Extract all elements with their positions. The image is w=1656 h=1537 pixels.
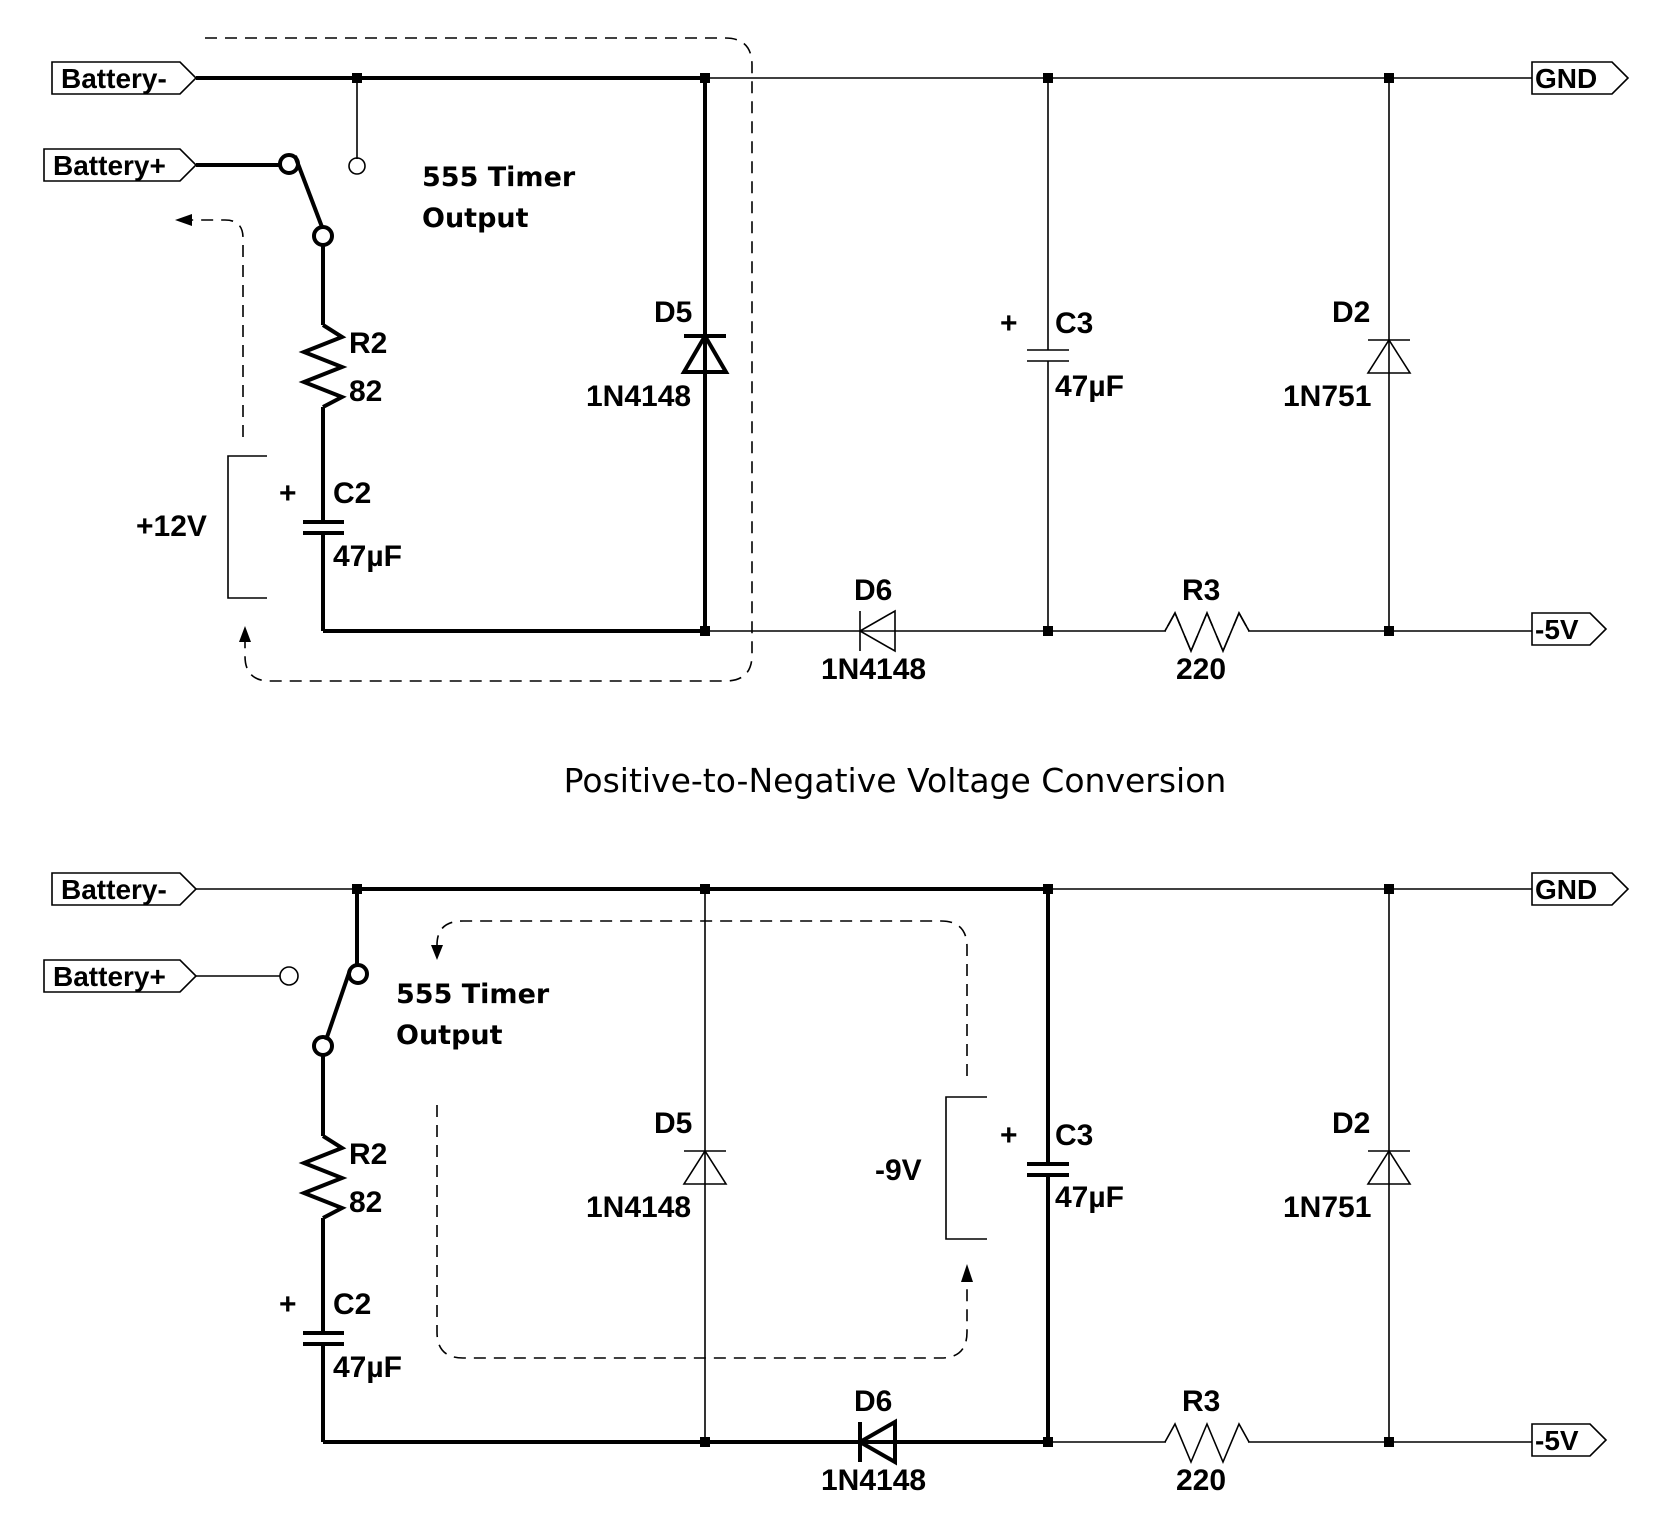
top-port-gnd: GND [1531, 61, 1630, 95]
component-label-components-r2-ref: R2 [349, 327, 387, 360]
bottom-timer-label-line1: 555 Timer [396, 979, 550, 1010]
bottom-d6-diode [855, 1418, 897, 1466]
component-label-components-c2-value: 47µF [333, 1351, 402, 1384]
top-port-battery-neg: Battery- [51, 61, 198, 95]
component-label-components-d6-ref: D6 [854, 1385, 892, 1418]
component-label-components-d2-value: 1N751 [1283, 380, 1371, 413]
component-label-components-c2-ref: C2 [333, 1288, 371, 1321]
top-timer-label-line1: 555 Timer [422, 162, 576, 193]
component-label-components-d2-ref: D2 [1332, 1107, 1370, 1140]
component-label-components-c2-ref: C2 [333, 477, 371, 510]
component-label-ports-battery_pos: Battery+ [53, 150, 166, 181]
top-d6-diode [858, 609, 896, 653]
top-current-path [205, 37, 753, 682]
top-voltage-bracket [227, 455, 267, 599]
diagram-caption: Positive-to-Negative Voltage Conversion [564, 761, 1227, 800]
component-label-ports-neg5v: -5V [1535, 1425, 1579, 1456]
component-label-components-d5-value: 1N4148 [586, 1191, 691, 1224]
bottom-port-gnd: GND [1531, 872, 1630, 906]
bottom-port-battery-pos: Battery+ [43, 959, 198, 993]
component-label-components-r2-value: 82 [349, 1186, 382, 1219]
bottom-voltage-label: -9V [875, 1154, 922, 1187]
component-label-components-r3-value: 220 [1176, 1464, 1226, 1497]
component-label-ports-battery_neg: Battery- [61, 874, 167, 905]
top-port-neg5v: -5V [1531, 612, 1608, 646]
bottom-port-neg5v: -5V [1531, 1423, 1608, 1457]
component-label-ports-gnd: GND [1535, 874, 1597, 905]
component-label-ports-neg5v: -5V [1535, 614, 1579, 645]
top-circuit: Battery- Battery+ GND -5V [43, 37, 1630, 686]
component-label-plus_sign: + [1000, 1119, 1018, 1152]
component-label-components-c2-value: 47µF [333, 540, 402, 573]
component-label-plus_sign: + [1000, 307, 1018, 340]
component-label-ports-gnd: GND [1535, 63, 1597, 94]
component-label-components-r2-value: 82 [349, 375, 382, 408]
component-label-components-d2-value: 1N751 [1283, 1191, 1371, 1224]
component-label-components-d6-value: 1N4148 [821, 1464, 926, 1497]
component-label-components-d5-ref: D5 [654, 1107, 692, 1140]
component-label-ports-battery_neg: Battery- [61, 63, 167, 94]
component-label-components-r3-value: 220 [1176, 653, 1226, 686]
bottom-circuit: Battery- Battery+ GND -5V [43, 872, 1630, 1497]
top-d5-diode [680, 332, 730, 374]
top-timer-label-line2: Output [422, 203, 529, 234]
component-label-components-c3-ref: C3 [1055, 307, 1093, 340]
bottom-port-battery-neg: Battery- [51, 872, 198, 906]
bottom-current-path [436, 920, 968, 1076]
component-label-components-d5-value: 1N4148 [586, 380, 691, 413]
component-label-components-d5-ref: D5 [654, 296, 692, 329]
component-label-plus_sign: + [279, 1288, 297, 1321]
top-port-battery-pos: Battery+ [43, 148, 198, 182]
component-label-components-r2-ref: R2 [349, 1138, 387, 1171]
bottom-timer-label-line2: Output [396, 1020, 503, 1051]
component-label-components-c3-value: 47µF [1055, 1181, 1124, 1214]
component-label-components-d6-value: 1N4148 [821, 653, 926, 686]
component-label-components-c3-value: 47µF [1055, 370, 1124, 403]
component-label-components-c3-ref: C3 [1055, 1119, 1093, 1152]
component-label-components-d2-ref: D2 [1332, 296, 1370, 329]
bottom-voltage-bracket [945, 1096, 987, 1240]
top-voltage-label: +12V [136, 510, 207, 543]
component-label-components-r3-ref: R3 [1182, 574, 1220, 607]
component-label-components-d6-ref: D6 [854, 574, 892, 607]
component-label-components-r3-ref: R3 [1182, 1385, 1220, 1418]
component-label-plus_sign: + [279, 477, 297, 510]
component-label-ports-battery_pos: Battery+ [53, 961, 166, 992]
